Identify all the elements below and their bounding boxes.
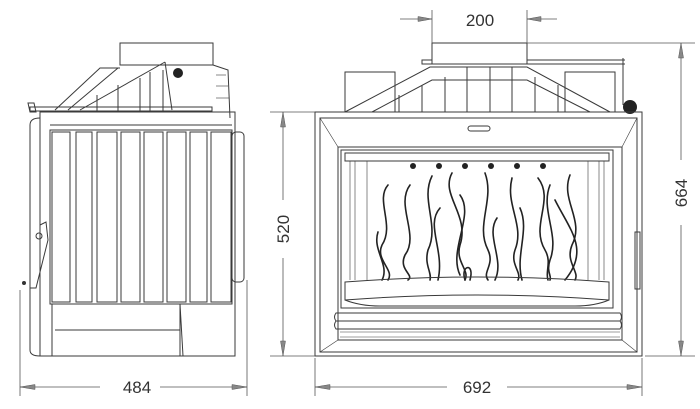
- control-knob-icon: [623, 100, 637, 114]
- dimension-664: 664: [527, 42, 695, 357]
- control-knob-icon: [173, 68, 183, 78]
- air-holes: [410, 163, 546, 169]
- dimension-label: 200: [466, 11, 494, 30]
- dimension-200: 200: [400, 10, 557, 43]
- dimension-484: 484: [19, 280, 248, 397]
- side-fins: [51, 131, 232, 303]
- door-handle: [467, 125, 491, 132]
- front-view: [314, 42, 643, 357]
- dimension-label: 484: [123, 378, 151, 397]
- flames-decoration: [375, 172, 578, 281]
- roof-fins: [398, 67, 559, 112]
- dimension-label: 520: [274, 215, 293, 243]
- dimension-692: 692: [314, 358, 643, 397]
- side-view: [22, 42, 245, 357]
- dimension-label: 692: [463, 378, 491, 397]
- dimension-label: 664: [672, 179, 691, 207]
- dimension-520: 520: [270, 111, 315, 357]
